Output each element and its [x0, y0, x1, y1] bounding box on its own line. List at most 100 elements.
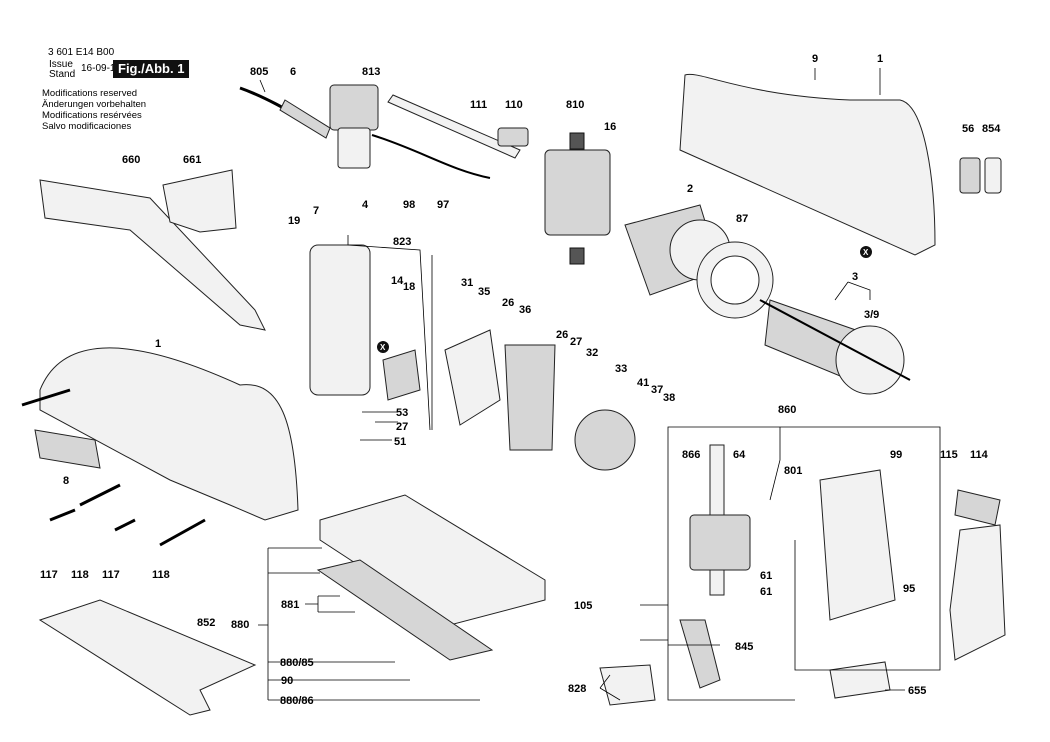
- callout-33: 33: [615, 363, 627, 375]
- callout-114: 114: [970, 449, 989, 461]
- callout-117a: 117: [40, 569, 58, 581]
- blade-clamp-845: [679, 619, 721, 689]
- gear-plate-31: [444, 329, 501, 426]
- drawing-number: 3 601 E14 B00: [48, 47, 115, 58]
- lead-53-51: [360, 411, 398, 441]
- fan-guide-hole: [710, 255, 760, 305]
- bracket-881: [305, 595, 355, 613]
- cord-sleeve: [279, 99, 331, 139]
- housing-half-left: [39, 347, 299, 521]
- gear-housing-801: [819, 469, 896, 621]
- knob-854: [984, 157, 1002, 194]
- callout-53: 53: [396, 407, 408, 419]
- callout-115: 115: [940, 449, 958, 461]
- lead-828: [599, 674, 621, 701]
- callout-14: 14: [391, 275, 404, 287]
- callout-16: 16: [604, 121, 616, 133]
- armature-shaft: [759, 299, 911, 381]
- callout-97: 97: [437, 199, 449, 211]
- armature-fan: [835, 325, 905, 395]
- modification-notes: Modifications reserved Änderungen vorbeh…: [42, 88, 146, 132]
- lever-828: [599, 664, 656, 706]
- callout-801: 801: [784, 465, 802, 477]
- note-es: Salvo modificaciones: [42, 121, 132, 132]
- callout-4: 4: [362, 199, 369, 211]
- callout-8: 8: [63, 475, 69, 487]
- button-110: [497, 127, 529, 147]
- callout-27a: 27: [570, 336, 582, 348]
- callout-6: 6: [290, 66, 296, 78]
- lead-805: [259, 79, 266, 93]
- callout-95: 95: [903, 583, 915, 595]
- screw: [79, 483, 121, 507]
- callout-56: 56: [962, 123, 974, 135]
- marker-x-1: [860, 246, 872, 258]
- stand-label: Stand: [49, 69, 76, 80]
- figure-label: Fig./Abb. 1: [113, 60, 190, 78]
- callout-27b: 27: [396, 421, 408, 433]
- callout-880-86: 880/86: [280, 695, 314, 707]
- screw: [21, 388, 71, 407]
- switch-housing: [949, 524, 1006, 661]
- guide-roller-655: [829, 661, 891, 699]
- lead-823: [347, 235, 433, 431]
- callout-655: 655: [908, 685, 926, 697]
- knob-56: [959, 157, 981, 194]
- callout-18: 18: [403, 281, 415, 293]
- callout-660: 660: [122, 154, 140, 166]
- callout-880-85: 880/85: [280, 657, 314, 669]
- carbon-brush-bottom: [569, 247, 585, 265]
- callout-118a: 118: [71, 569, 89, 581]
- leader-lines: [258, 68, 941, 701]
- callout-31: 31: [461, 277, 473, 289]
- callout-118b: 118: [152, 569, 170, 581]
- callout-661: 661: [183, 154, 201, 166]
- note-fr: Modifications resérvées: [42, 110, 142, 121]
- callout-64: 64: [733, 449, 746, 461]
- callout-99: 99: [890, 449, 902, 461]
- screw: [49, 508, 76, 522]
- shoe-852: [38, 599, 257, 716]
- note-en: Modifications reserved: [42, 88, 138, 99]
- cover-661: [162, 169, 237, 233]
- bearing-plate-36: [504, 344, 556, 451]
- callout-51: 51: [394, 436, 406, 448]
- callout-19: 19: [288, 215, 300, 227]
- callout-881: 881: [281, 599, 299, 611]
- switch-lower: [337, 127, 371, 169]
- callout-61b: 61: [760, 586, 772, 598]
- callout-32: 32: [586, 347, 598, 359]
- carbon-brush-top: [569, 132, 585, 150]
- callout-117b: 117: [102, 569, 120, 581]
- label-8: [34, 429, 101, 469]
- housing-half-right: [679, 73, 936, 256]
- callouts: 805 6 813 111 110 810 16 9 1 56 854 660 …: [40, 53, 1001, 707]
- brush-holder: [544, 149, 611, 236]
- callout-35: 35: [478, 286, 490, 298]
- callout-1-left: 1: [155, 338, 161, 350]
- callout-9: 9: [812, 53, 818, 65]
- ring-14: [382, 349, 421, 401]
- wires: [371, 134, 491, 179]
- marker-x-2: [377, 341, 389, 353]
- callout-813: 813: [362, 66, 380, 78]
- switch-813: [329, 84, 379, 131]
- screw: [159, 518, 206, 547]
- parts-layer: [21, 73, 1006, 716]
- callout-61a: 61: [760, 570, 772, 582]
- callout-854: 854: [982, 123, 1001, 135]
- callout-823: 823: [393, 236, 411, 248]
- callout-828: 828: [568, 683, 586, 695]
- screw: [114, 518, 136, 532]
- bracket-860: [667, 426, 941, 701]
- callout-37: 37: [651, 384, 663, 396]
- callout-880: 880: [231, 619, 249, 631]
- suction-adapter-660: [39, 179, 266, 331]
- callout-810: 810: [566, 99, 584, 111]
- callout-1-top: 1: [877, 53, 883, 65]
- callout-36: 36: [519, 304, 531, 316]
- callout-98: 98: [403, 199, 415, 211]
- callout-26b: 26: [556, 329, 568, 341]
- callout-111: 111: [470, 99, 487, 111]
